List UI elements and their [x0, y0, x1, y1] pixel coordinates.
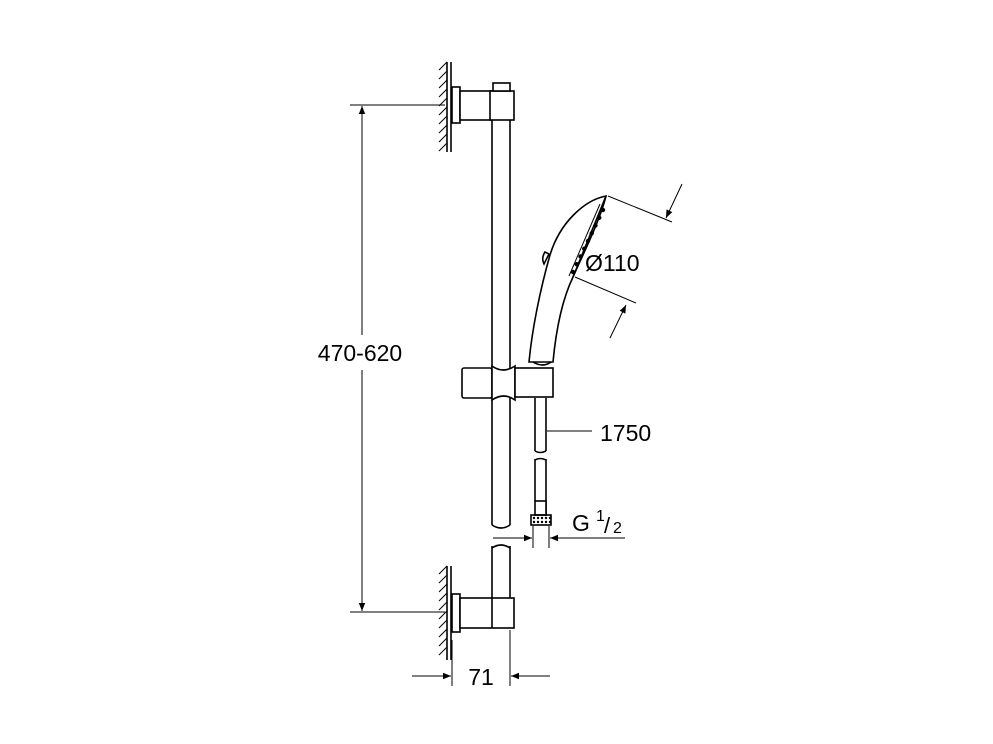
hand-shower	[528, 194, 608, 366]
wall-hatch-line	[438, 565, 448, 575]
wall-bottom	[438, 565, 452, 660]
nozzle	[585, 238, 591, 244]
slider-holder	[461, 364, 554, 402]
wall-hatch-line	[438, 124, 448, 134]
shower-rail	[491, 120, 511, 598]
hose-length-label: 1750	[600, 420, 651, 446]
head-diameter-label: Ø110	[585, 250, 640, 276]
nozzle	[597, 215, 602, 220]
connection-denominator: 2	[613, 520, 622, 537]
nozzle	[600, 207, 606, 213]
nozzle	[582, 246, 587, 251]
wall-hatch-line	[438, 70, 448, 80]
dimension-connection: G 1 / 2	[493, 508, 625, 548]
wall-hatch-line	[438, 592, 448, 602]
wall-hatch-line	[438, 646, 448, 656]
wall-hatch-line	[438, 637, 448, 647]
dimension-hose-length: 1750	[547, 420, 651, 446]
wall-distance-label: 71	[468, 664, 494, 690]
wall-hatch-line	[438, 133, 448, 143]
wall-hatch-line	[438, 574, 448, 584]
wall-hatch-line	[438, 61, 448, 71]
nozzle	[574, 262, 579, 267]
wall-top	[438, 61, 452, 152]
nozzle	[570, 269, 576, 275]
shower-hose	[530, 398, 552, 526]
wall-hatch-line	[438, 619, 448, 629]
nozzle	[593, 223, 598, 228]
connection-numerator: 1	[596, 508, 605, 525]
nozzle	[589, 231, 594, 236]
top-wall-bracket	[451, 82, 515, 124]
nozzle	[578, 254, 583, 259]
wall-hatch-line	[438, 583, 448, 593]
wall-hatch-line	[438, 142, 448, 152]
wall-hatch-line	[438, 628, 448, 638]
wall-hatch-line	[438, 106, 448, 116]
bottom-wall-bracket	[451, 593, 515, 633]
bar-height-label: 470-620	[318, 340, 402, 366]
wall-hatch-line	[438, 88, 448, 98]
dimension-head-diameter: Ø110	[574, 183, 683, 339]
dimension-wall-distance: 71	[412, 630, 550, 690]
dimension-bar-height: 470-620	[318, 104, 445, 613]
connection-label: G	[572, 510, 590, 536]
hose-nut	[530, 514, 552, 526]
wall-hatch-line	[438, 79, 448, 89]
connection-slash: /	[604, 513, 611, 538]
wall-hatch-line	[438, 601, 448, 611]
wall-hatch-line	[438, 610, 448, 620]
wall-hatch-line	[438, 115, 448, 125]
